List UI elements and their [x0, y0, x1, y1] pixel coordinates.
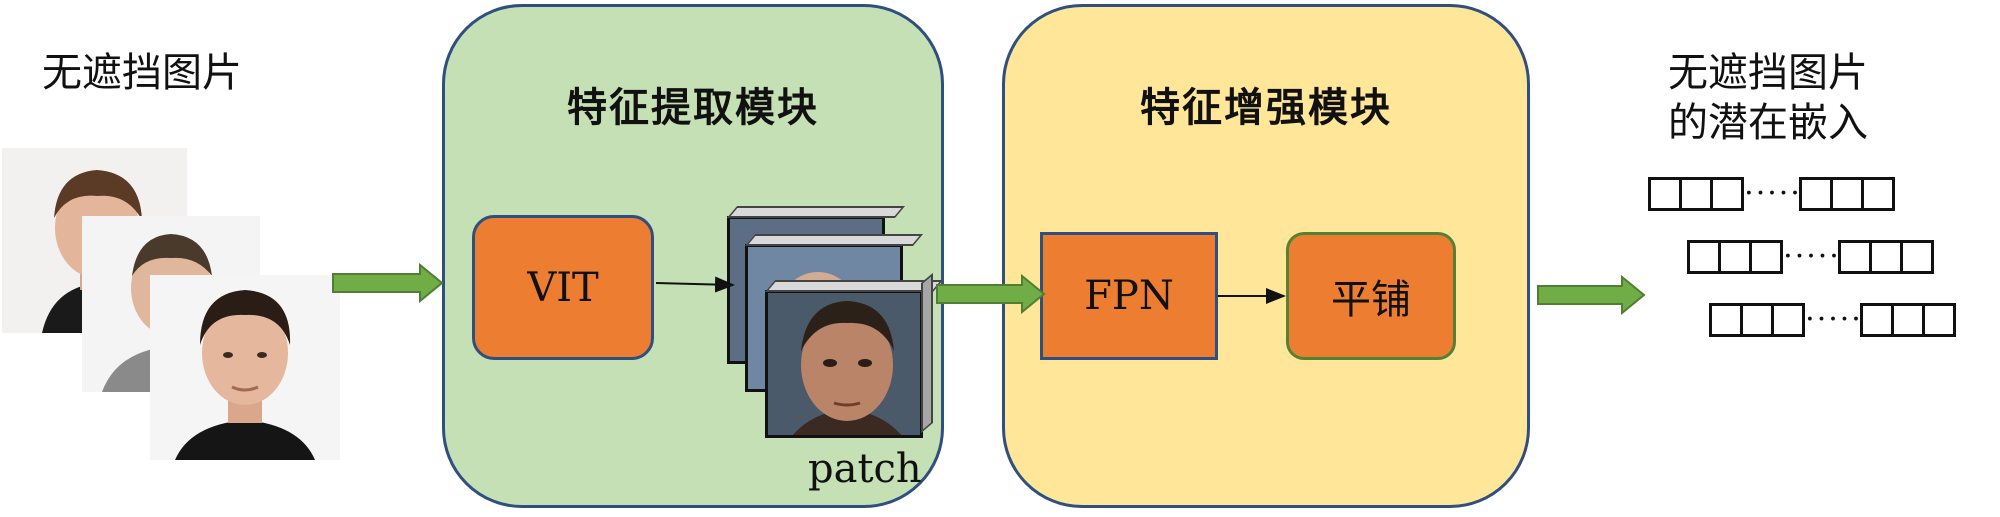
embedding-row: ····· [1687, 239, 1934, 274]
embedding-cell [1922, 303, 1956, 337]
embedding-cell [1740, 303, 1774, 337]
face-photo [150, 275, 340, 460]
green-arrow [1537, 274, 1646, 316]
vit-box: VIT [472, 215, 654, 360]
embedding-cell [1891, 303, 1925, 337]
embedding-cell [1709, 303, 1743, 337]
tile-box: 平铺 [1286, 232, 1456, 360]
embedding-cell [1749, 240, 1783, 274]
feature-extraction-title: 特征提取模块 [567, 84, 819, 131]
embedding-cell [1838, 240, 1872, 274]
embedding-cell [1648, 177, 1682, 211]
embedding-cell [1771, 303, 1805, 337]
embedding-cell [1718, 240, 1752, 274]
green-arrow [332, 262, 444, 304]
input-label: 无遮挡图片 [42, 50, 242, 96]
embedding-cell [1830, 177, 1864, 211]
embedding-cell [1710, 177, 1744, 211]
embedding-ellipsis: ····· [1744, 176, 1802, 211]
output-label-line1: 无遮挡图片 [1668, 50, 1868, 96]
embedding-cell [1860, 303, 1894, 337]
green-arrow [936, 273, 1046, 315]
embedding-row: ····· [1648, 176, 1895, 211]
embedding-cell [1869, 240, 1903, 274]
embedding-cell [1900, 240, 1934, 274]
embedding-row: ····· [1709, 302, 1956, 337]
embedding-cell [1687, 240, 1721, 274]
patch-label: patch [808, 446, 922, 492]
feature-enhancement-title: 特征增强模块 [1140, 84, 1392, 131]
embedding-ellipsis: ····· [1783, 239, 1841, 274]
vit-to-patch-arrow [655, 276, 735, 293]
embedding-cell [1799, 177, 1833, 211]
embedding-ellipsis: ····· [1805, 302, 1863, 337]
embedding-cell [1679, 177, 1713, 211]
output-label-line2: 的潜在嵌入 [1668, 100, 1868, 146]
embedding-cell [1861, 177, 1895, 211]
